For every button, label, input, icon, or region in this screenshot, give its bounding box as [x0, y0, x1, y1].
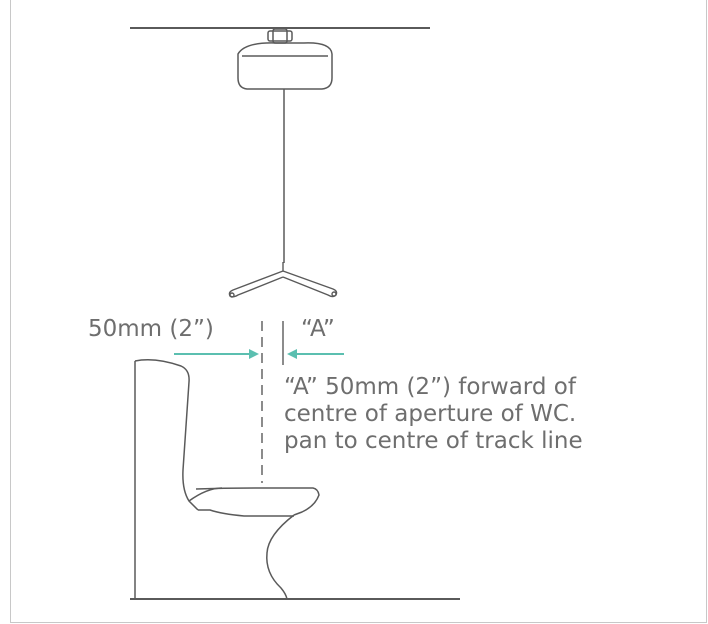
offset-dimension-label: 50mm (2”) [88, 316, 214, 342]
installation-note: “A” 50mm (2”) forward of centre of apert… [284, 374, 684, 455]
ceiling-hoist-unit [237, 28, 333, 90]
spreader-bar [228, 262, 338, 298]
right-arrow-icon [287, 349, 344, 359]
note-line-3: pan to centre of track line [284, 427, 583, 454]
diagram-frame [10, 0, 707, 623]
note-line-2: centre of aperture of WC. [284, 400, 577, 427]
left-arrow-icon [174, 349, 259, 359]
wc-pan [134, 359, 320, 600]
note-line-1: “A” 50mm (2”) forward of [284, 374, 576, 400]
point-a-label: “A” [301, 316, 335, 342]
